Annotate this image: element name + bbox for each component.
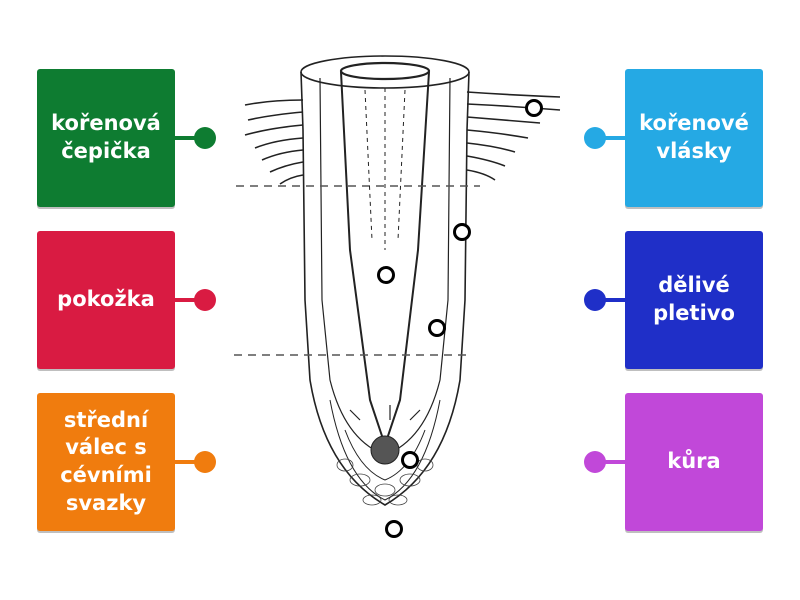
label-text-epidermis: pokožka (57, 287, 155, 312)
label-text-cortex: kůra (667, 449, 721, 474)
label-card-meristem[interactable]: dělivé pletivo (625, 231, 763, 369)
label-text-root-cap: kořenová čepička (51, 111, 161, 163)
label-card-root-hairs[interactable]: kořenové vlásky (625, 69, 763, 207)
drop-target-meristem[interactable] (401, 451, 419, 469)
label-card-epidermis[interactable]: pokožka (37, 231, 175, 369)
label-card-cortex[interactable]: kůra (625, 393, 763, 531)
connector-cortex (597, 460, 625, 464)
label-card-root-cap[interactable]: kořenová čepička (37, 69, 175, 207)
label-text-vascular-cylinder: střední válec s cévními svazky (60, 407, 152, 515)
connector-epidermis (175, 298, 203, 302)
label-card-vascular-cylinder[interactable]: střední válec s cévními svazky (37, 393, 175, 531)
label-text-root-hairs: kořenové vlásky (639, 111, 749, 163)
drop-target-epidermis-side[interactable] (453, 223, 471, 241)
label-text-meristem: dělivé pletivo (653, 273, 735, 325)
connector-dot-cortex (584, 451, 606, 473)
drop-target-cortex[interactable] (428, 319, 446, 337)
drop-target-vascular[interactable] (377, 266, 395, 284)
connector-dot-root-hairs (584, 127, 606, 149)
connector-root-cap (175, 136, 203, 140)
connector-dot-root-cap (194, 127, 216, 149)
drop-target-root-hairs[interactable] (525, 99, 543, 117)
connector-root-hairs (597, 136, 625, 140)
connector-dot-epidermis (194, 289, 216, 311)
drop-target-root-cap[interactable] (385, 520, 403, 538)
connector-vascular-cylinder (175, 460, 203, 464)
root-cross-section-illustration (234, 55, 561, 506)
connector-dot-vascular-cylinder (194, 451, 216, 473)
connector-meristem (597, 298, 625, 302)
connector-dot-meristem (584, 289, 606, 311)
